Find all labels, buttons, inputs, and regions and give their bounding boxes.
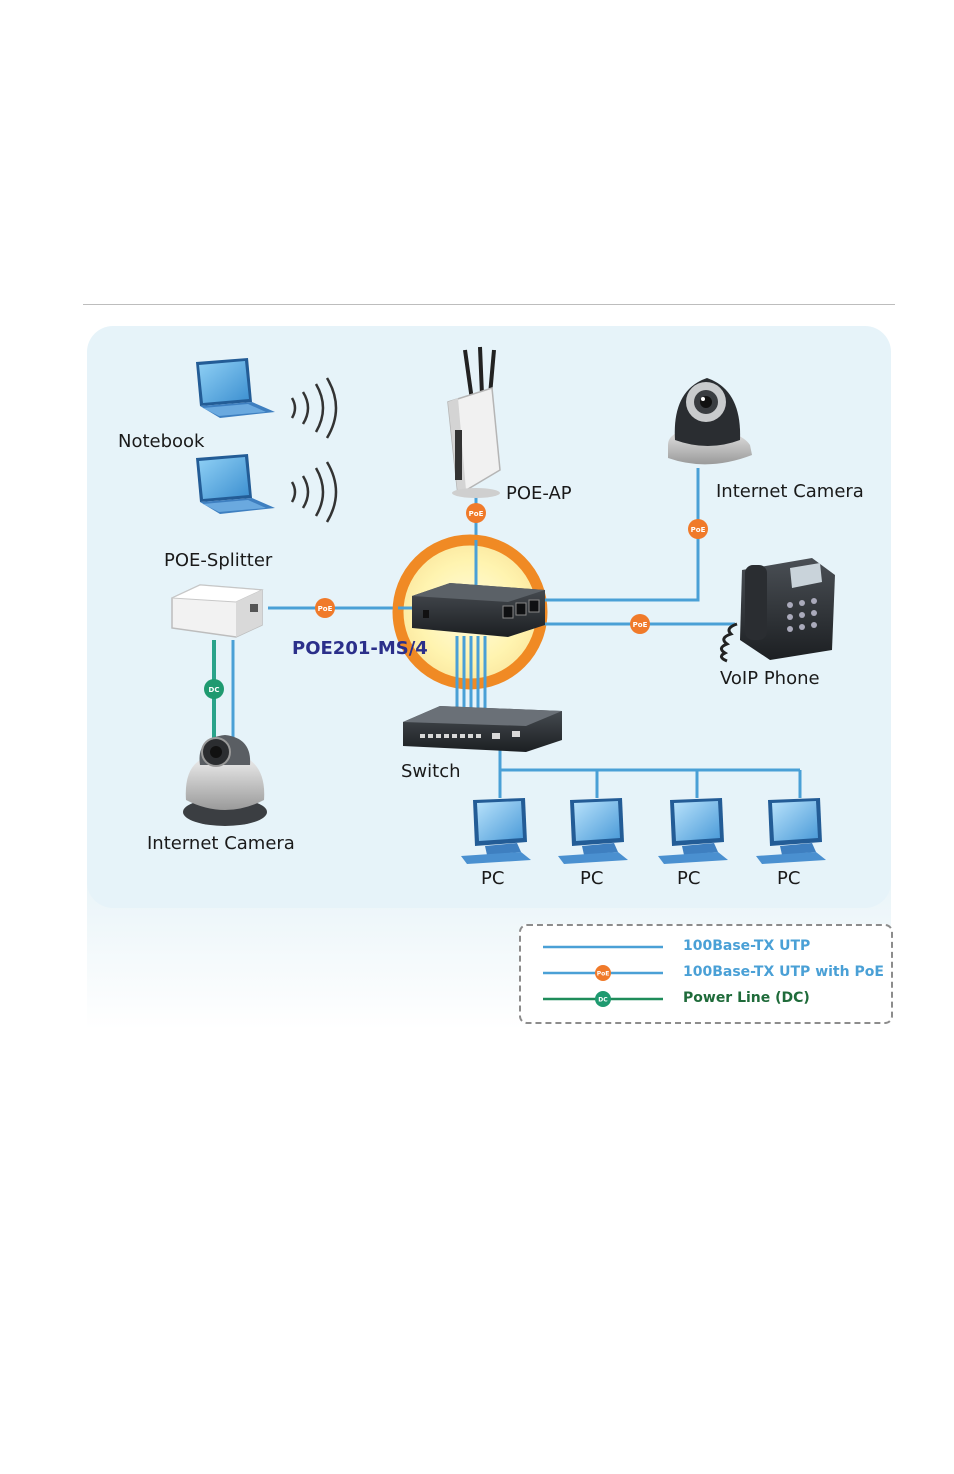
poe-splitter-label: POE-Splitter [164, 550, 272, 571]
wireless-waves-icon [292, 378, 336, 438]
access-point-icon [448, 347, 500, 498]
notebook-icon [196, 454, 275, 514]
notebook-label: Notebook [118, 431, 204, 452]
pc-label: PC [677, 868, 700, 889]
legend-item-poe: PoE 100Base-TX UTP with PoE [521, 962, 891, 984]
internet-camera-top-label: Internet Camera [716, 481, 864, 502]
svg-text:PoE: PoE [469, 510, 484, 518]
wireless-waves-icon [292, 462, 336, 522]
legend: 100Base-TX UTP PoE 100Base-TX UTP with P… [519, 924, 893, 1024]
legend-label: 100Base-TX UTP with PoE [683, 964, 884, 980]
pc-group [461, 798, 826, 864]
poe-ap-label: POE-AP [506, 483, 572, 504]
legend-poe-line-icon: PoE [521, 962, 681, 984]
pc-label: PC [580, 868, 603, 889]
pc-label: PC [777, 868, 800, 889]
poe-badge: PoE [630, 614, 650, 634]
dc-badge: DC [204, 679, 224, 699]
pc-icon [558, 798, 628, 864]
internet-camera-bottom-label: Internet Camera [147, 833, 295, 854]
voip-phone-icon [721, 558, 835, 661]
internet-camera-top-icon [668, 378, 752, 464]
poe-splitter-icon [172, 585, 262, 637]
switch-label: Switch [401, 761, 461, 782]
switch-icon [403, 706, 562, 752]
pc-icon [756, 798, 826, 864]
notebook-icon [196, 358, 275, 418]
poe-badge: PoE [688, 519, 708, 539]
poe201-device-icon [412, 583, 545, 637]
legend-item-utp: 100Base-TX UTP [521, 936, 891, 958]
svg-text:PoE: PoE [597, 971, 610, 978]
pc-icon [461, 798, 531, 864]
legend-label: Power Line (DC) [683, 990, 810, 1006]
device-label: POE201-MS/4 [292, 638, 428, 659]
pc-label: PC [481, 868, 504, 889]
svg-text:PoE: PoE [318, 605, 333, 613]
poe-badge: PoE [315, 598, 335, 618]
legend-utp-line-icon [521, 936, 681, 958]
legend-label: 100Base-TX UTP [683, 938, 810, 954]
pc-icon [658, 798, 728, 864]
svg-text:DC: DC [598, 997, 608, 1004]
svg-text:DC: DC [209, 686, 220, 694]
svg-text:PoE: PoE [691, 526, 706, 534]
legend-item-dc: DC Power Line (DC) [521, 988, 891, 1010]
internet-camera-bottom-icon [183, 735, 267, 826]
poe-badge: PoE [466, 503, 486, 523]
svg-text:PoE: PoE [633, 621, 648, 629]
legend-dc-line-icon: DC [521, 988, 681, 1010]
voip-phone-label: VoIP Phone [720, 668, 820, 689]
